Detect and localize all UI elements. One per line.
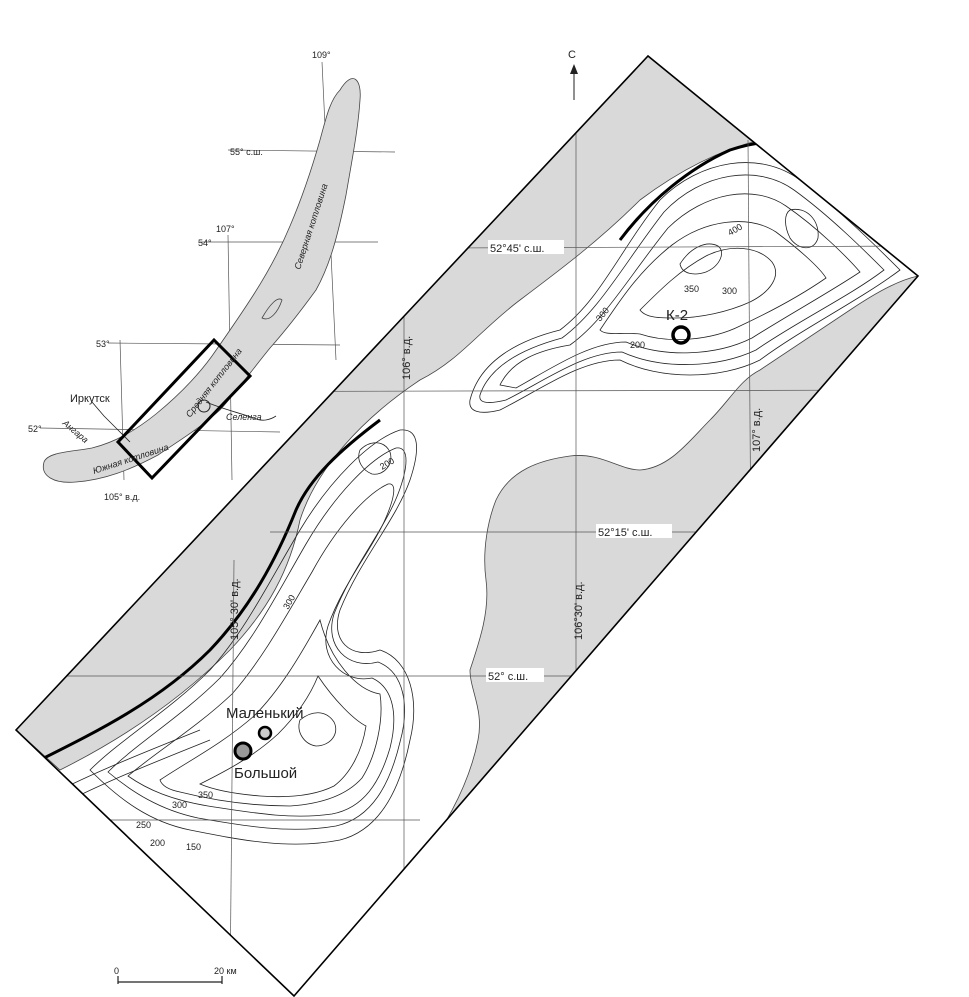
station-k2-label: К-2 [666, 307, 688, 324]
scale-bar: 0 20 км [114, 966, 237, 984]
main-coordinate-labels: 52°45' с.ш. 52°15' с.ш. 52° с.ш. 106° в.… [229, 240, 763, 683]
coord-lat-52-45: 52°45' с.ш. [490, 243, 544, 255]
stations: К-2 Маленький Большой [226, 307, 691, 782]
inset-lon-105-label: 105° в.д. [104, 492, 140, 502]
inset-delta-icon [197, 399, 211, 413]
inset-lat-54-label: 54° [198, 238, 212, 248]
inset-lon-107-label: 107° [216, 224, 235, 234]
depth-label-250-s: 250 [136, 820, 151, 830]
coord-lat-52-15: 52°15' с.ш. [598, 527, 652, 539]
station-malenky-marker [257, 725, 273, 741]
inset-river-selenga-label: Селенга [226, 412, 262, 422]
scale-start-label: 0 [114, 966, 119, 976]
depth-label-300-n: 300 [722, 286, 737, 296]
inset-lake-baikal [42, 78, 361, 483]
coord-lon-107: 107° в.д. [751, 408, 763, 452]
inset-island [261, 298, 283, 320]
depth-label-300-s: 300 [172, 800, 187, 810]
main-map-frame [14, 54, 920, 997]
north-arrow: С [568, 49, 578, 100]
inset-study-area-box [115, 337, 253, 481]
station-bolshoy-marker [233, 741, 253, 761]
station-malenky-label: Маленький [226, 705, 304, 722]
north-label: С [568, 49, 576, 61]
depth-label-150-s: 150 [186, 842, 201, 852]
inset-lat-52-label: 52° [28, 424, 42, 434]
inset-river-angara-label: Ангара [60, 417, 90, 445]
north-arrow-icon [570, 64, 578, 74]
southern-basin-contours [59, 429, 417, 845]
inset-parallel-55 [227, 149, 396, 153]
inset-lon-109-label: 109° [312, 50, 331, 60]
depth-label-200-n: 200 [630, 340, 645, 350]
depth-label-350: 350 [684, 284, 699, 294]
inset-city-label: Иркутск [70, 393, 110, 405]
inset-lat-55-label: 55° с.ш. [230, 147, 263, 157]
station-k2-marker [671, 325, 691, 345]
coord-lon-106: 106° в.д. [401, 336, 413, 380]
coord-lon-105-30: 105° 30' в.д. [229, 578, 241, 640]
grid-meridian-105-30 [229, 559, 235, 996]
coord-lat-52: 52° с.ш. [488, 671, 528, 683]
inset-lat-53-label: 53° [96, 339, 110, 349]
depth-label-200-s: 200 [150, 838, 165, 848]
coord-lon-106-30: 106°30' в.д. [573, 581, 585, 640]
depth-label-350-s: 350 [198, 790, 213, 800]
station-bolshoy-label: Большой [234, 765, 297, 782]
scale-end-label: 20 км [214, 966, 237, 976]
